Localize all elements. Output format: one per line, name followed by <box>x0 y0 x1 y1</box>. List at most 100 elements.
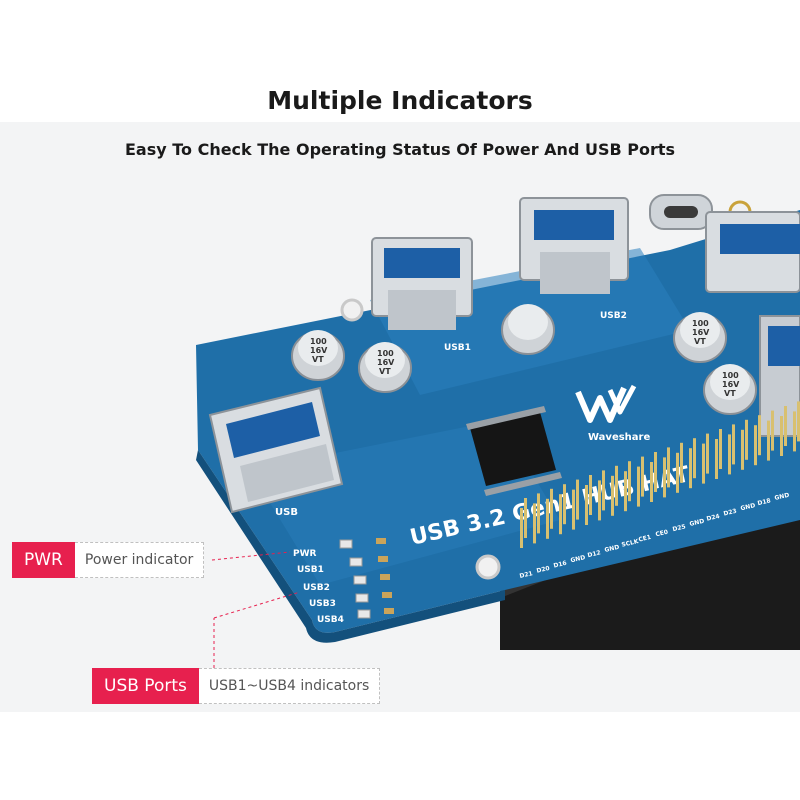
gpio-pin <box>793 411 796 452</box>
gpio-pin <box>559 494 562 535</box>
led-label-pwr: PWR <box>293 549 317 559</box>
gpio-pin <box>650 462 653 502</box>
gpio-pin <box>693 438 696 479</box>
usb-port-3 <box>705 211 800 293</box>
gpio-pin <box>767 420 770 461</box>
pwr-callout-description: Power indicator <box>74 542 205 578</box>
gpio-pin <box>624 471 627 512</box>
gpio-pin-label: SCLK <box>621 538 640 549</box>
gpio-pin-label: GND <box>570 554 586 564</box>
usb-port-2 <box>519 197 629 294</box>
port-label-usb2: USB2 <box>600 311 627 321</box>
page-subtitle: Easy To Check The Operating Status Of Po… <box>124 140 676 159</box>
gpio-pin <box>533 503 536 544</box>
usb-leader-line <box>213 591 301 619</box>
gpio-pin-label: GND <box>604 544 620 554</box>
gpio-pin <box>667 447 670 488</box>
gpio-pin <box>680 442 683 483</box>
gpio-pin <box>611 475 614 516</box>
usb-ports-callout-description: USB1~USB4 indicators <box>198 668 381 704</box>
gpio-pin <box>628 461 631 502</box>
gpio-pin <box>719 429 722 469</box>
capacitor <box>291 330 345 381</box>
capacitor <box>358 342 412 393</box>
gpio-pin-label: D21 <box>519 570 534 580</box>
capacitor-value: 100 <box>692 319 709 328</box>
gpio-pin <box>520 508 523 548</box>
gpio-header-pins <box>520 401 800 548</box>
capacitor-voltage: 16V <box>722 380 740 389</box>
capacitor-series: VT <box>379 367 391 376</box>
gpio-pin <box>702 443 705 484</box>
pwr-callout-tag: PWR <box>12 542 75 578</box>
brand-name: Waveshare <box>588 432 650 443</box>
gpio-pin <box>741 429 744 470</box>
gpio-pin <box>797 401 800 442</box>
capacitor-voltage: 16V <box>377 358 395 367</box>
gpio-pin <box>615 465 618 506</box>
gpio-pin-label: D25 <box>672 523 687 533</box>
gpio-pin-label: D18 <box>757 497 772 507</box>
usb3-led <box>355 593 369 603</box>
gpio-pin <box>728 434 731 475</box>
gpio-pin <box>771 410 774 451</box>
gpio-pin-label: CE0 <box>655 529 669 539</box>
gpio-pin <box>754 425 757 466</box>
gpio-pin <box>524 498 527 538</box>
gpio-pin-label: CE1 <box>638 534 652 544</box>
usb-upstream-port <box>208 386 344 514</box>
capacitor-value: 100 <box>377 349 394 358</box>
gpio-pin <box>598 480 601 521</box>
usb2-led <box>353 575 367 585</box>
mounting-hole <box>475 554 501 580</box>
pwr-callout: PWR Power indicator <box>12 542 205 578</box>
gpio-pin <box>563 484 566 525</box>
gpio-pin <box>784 406 787 446</box>
gpio-pin <box>758 415 761 456</box>
gpio-pin-label: D12 <box>587 549 602 559</box>
gpio-pin <box>780 416 783 456</box>
gpio-pin <box>732 424 735 465</box>
usb-port-1 <box>371 237 473 330</box>
capacitor-series: VT <box>312 355 324 364</box>
gpio-pin <box>585 485 588 525</box>
capacitor <box>673 312 727 363</box>
gpio-pin <box>745 419 748 460</box>
led-label-usb1: USB1 <box>297 565 324 575</box>
port-label-usb1: USB1 <box>444 343 471 353</box>
capacitor-series: VT <box>694 337 706 346</box>
gpio-pin <box>676 452 679 493</box>
gpio-pin <box>641 456 644 497</box>
page-title: Multiple Indicators <box>267 86 533 115</box>
gpio-pin <box>550 488 553 529</box>
capacitor-value: 100 <box>722 371 739 380</box>
waveshare-logo: Waveshare <box>575 384 650 443</box>
usb-ports-callout: USB Ports USB1~USB4 indicators <box>92 668 381 704</box>
gpio-pin <box>572 489 575 530</box>
gpio-pin <box>663 457 666 498</box>
hub-controller-chip <box>466 406 562 496</box>
gpio-pin <box>537 493 540 534</box>
gpio-pin-label: GND <box>774 492 790 502</box>
gpio-pin <box>589 475 592 515</box>
usb-ports-callout-tag: USB Ports <box>92 668 199 704</box>
led-label-usb2: USB2 <box>303 583 330 593</box>
capacitor-series: VT <box>724 389 736 398</box>
usb4-led <box>357 609 371 619</box>
capacitor-voltage: 16V <box>310 346 328 355</box>
gpio-pin <box>637 466 640 507</box>
gpio-pin-label: D24 <box>706 513 721 523</box>
gpio-pin-label: GND <box>740 502 756 512</box>
status-led-group <box>339 538 394 619</box>
gpio-pin <box>715 439 718 479</box>
gpio-pin-label: D16 <box>553 560 568 570</box>
usb1-led <box>349 557 363 567</box>
capacitor <box>703 364 757 415</box>
port-label-usb: USB <box>275 507 298 518</box>
usb-c-port <box>649 194 713 230</box>
led-label-usb4: USB4 <box>317 615 344 625</box>
gpio-pin-label: D23 <box>723 508 738 518</box>
capacitor-voltage: 16V <box>692 328 710 337</box>
